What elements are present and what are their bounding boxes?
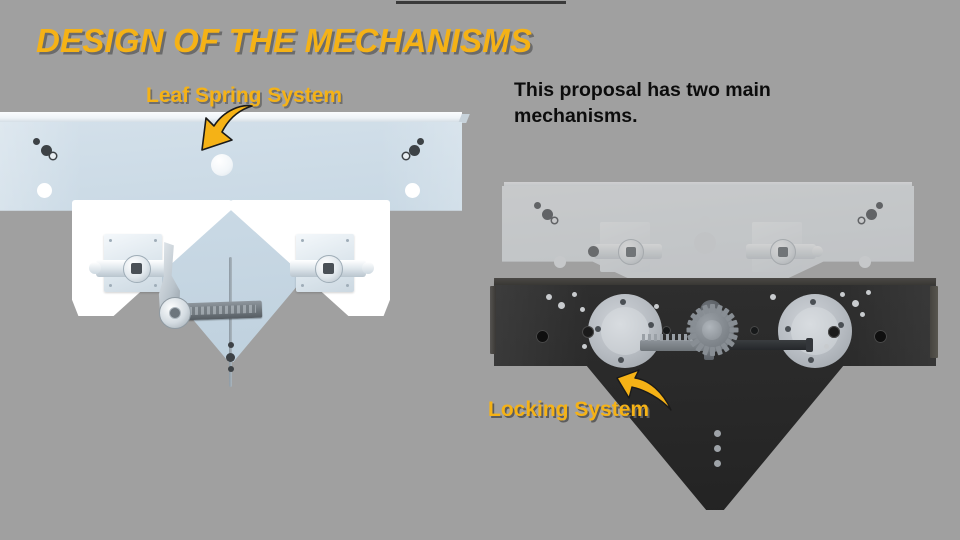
black-bolt [582, 344, 587, 349]
black-bolt [558, 302, 565, 309]
ghost-bolt-hole [534, 202, 541, 209]
ghost-centre-hole [700, 216, 710, 226]
black-through-hole [874, 330, 887, 343]
left-bolt-hole [409, 145, 420, 156]
black-left-edge [490, 286, 496, 354]
right-hub [315, 255, 343, 283]
ghost-bolt-hole [859, 218, 864, 223]
leaf-spring-render [0, 112, 468, 387]
locking-rack [640, 334, 710, 351]
body-paragraph: This proposal has two main mechanisms. [514, 79, 771, 127]
black-stem-dots [714, 430, 721, 475]
ghost-bolt-hole [542, 209, 553, 220]
black-bolt [654, 304, 659, 309]
locking-system-arrow-icon [615, 368, 673, 421]
left-bolt-hole [33, 138, 40, 145]
left-through-hole [37, 183, 52, 198]
leaf-spring-pivot [159, 297, 191, 329]
left-slot-dot [228, 342, 234, 348]
leaf-spring-arrow-icon [198, 100, 256, 163]
locking-system-label: Locking System [488, 398, 650, 421]
left-slot-dot [228, 366, 234, 372]
black-bolt [860, 312, 865, 317]
ghost-hub-right [770, 239, 796, 265]
ghost-shaft-cap-left [588, 246, 599, 257]
locking-stem [704, 344, 714, 360]
black-bolt [770, 294, 776, 300]
black-through-hole [536, 330, 549, 343]
black-through-hole [662, 326, 671, 335]
locking-black-part [488, 278, 940, 510]
ghost-centre-boss [694, 232, 716, 254]
page-title: DESIGN OF THE MECHANISMS [36, 22, 533, 59]
left-centre-slot [229, 257, 232, 387]
left-hub [123, 255, 151, 283]
ghost-through-hole [554, 256, 566, 268]
ghost-hub-left [618, 239, 644, 265]
left-centre-boss [211, 154, 233, 176]
left-bolt-hole [50, 153, 56, 159]
black-bolt [546, 294, 552, 300]
black-bolt [572, 292, 577, 297]
left-shaft-cap [89, 262, 101, 274]
black-bolt [852, 300, 859, 307]
left-through-hole [405, 183, 420, 198]
black-through-hole [582, 326, 594, 338]
right-shaft-cap [362, 262, 374, 274]
leaf-spring-blade [179, 300, 263, 321]
left-bolt-hole [403, 153, 409, 159]
ghost-bolt-hole [866, 209, 877, 220]
locking-system-render [484, 170, 960, 515]
ghost-bolt-hole [876, 202, 883, 209]
black-hub-right [778, 294, 852, 368]
locking-rod [716, 338, 813, 352]
ghost-top-rail [504, 182, 912, 187]
black-through-hole [750, 326, 759, 335]
black-bolt [580, 307, 585, 312]
black-through-hole [828, 326, 840, 338]
black-hub-left [588, 294, 662, 368]
ghost-through-hole [859, 256, 871, 268]
left-bolt-hole [417, 138, 424, 145]
left-bolt-hole [41, 145, 52, 156]
left-slot-dot [226, 353, 235, 362]
black-right-edge [930, 286, 938, 358]
black-bolt [840, 292, 845, 297]
leaf-spring-label: Leaf Spring System [146, 84, 343, 107]
ghost-shaft-cap-right [812, 246, 823, 257]
black-bolt [866, 290, 871, 295]
ghost-bolt-hole [552, 218, 557, 223]
top-divider-rule [396, 1, 566, 4]
black-bolt [824, 344, 829, 349]
locking-gear [686, 304, 738, 356]
